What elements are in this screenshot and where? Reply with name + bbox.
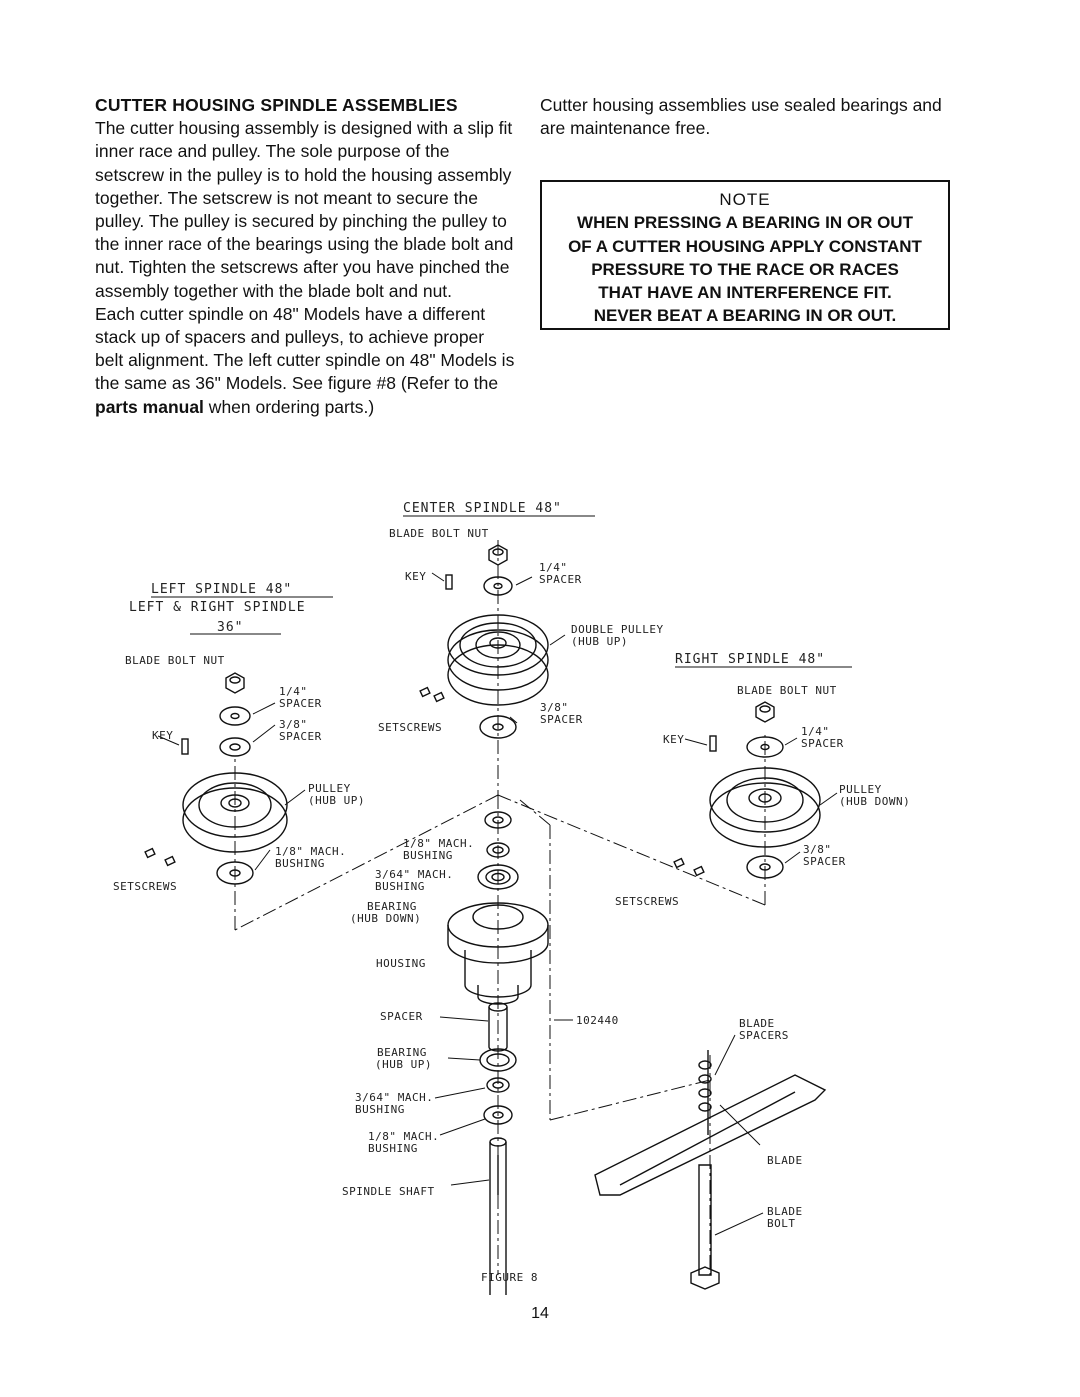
page-number: 14 xyxy=(531,1305,549,1322)
paragraph-text: Each cutter spindle on 48" Models have a… xyxy=(95,303,515,394)
label-key: KEY xyxy=(405,570,426,583)
label-bushing-center-2: BUSHING xyxy=(375,880,425,893)
label-bushing-left: BUSHING xyxy=(275,857,325,870)
diagram-svg: CENTER SPINDLE 48" BLADE BOLT NUT KEY 1/… xyxy=(113,501,910,1322)
label-quarter: 1/4" xyxy=(539,561,568,574)
label-double-pulley: DOUBLE PULLEY xyxy=(571,623,664,636)
label-three-eighths-right: 3/8" xyxy=(803,843,832,856)
right-text-column: Cutter housing assemblies use sealed bea… xyxy=(540,95,942,139)
label-blade-bolt-nut-left: BLADE BOLT NUT xyxy=(125,654,225,667)
label-eighth-lower: 1/8" MACH. xyxy=(368,1130,439,1143)
label-blade-bolt-nut: BLADE BOLT NUT xyxy=(389,527,489,540)
note-line: WHEN PRESSING A BEARING IN OR OUT xyxy=(577,213,913,233)
paragraph-text-end: when ordering parts.) xyxy=(203,396,375,417)
note-title: NOTE xyxy=(719,190,771,209)
paragraph-setscrew: The cutter housing assembly is designed … xyxy=(95,118,514,301)
left-right-title: LEFT & RIGHT SPINDLE xyxy=(129,600,306,615)
label-bearing-lower: BEARING xyxy=(377,1046,427,1059)
label-key-left: KEY xyxy=(152,729,173,742)
figure-caption: FIGURE 8 xyxy=(481,1271,538,1284)
label-pulley-left: PULLEY xyxy=(308,782,351,795)
label-three-eighths: 3/8" xyxy=(540,701,569,714)
label-hub-up-lower: (HUB UP) xyxy=(375,1058,432,1071)
label-64th-lower: 3/64" MACH. xyxy=(355,1091,433,1104)
label-hub-up: (HUB UP) xyxy=(571,635,628,648)
label-spindle-shaft: SPINDLE SHAFT xyxy=(342,1185,435,1198)
label-blade-bolt-2: BOLT xyxy=(767,1217,796,1230)
note-line: OF A CUTTER HOUSING APPLY CONSTANT xyxy=(568,236,922,256)
note-box: NOTE WHEN PRESSING A BEARING IN OR OUT O… xyxy=(540,180,950,330)
label-setscrews: SETSCREWS xyxy=(378,721,442,734)
right-spindle-title: RIGHT SPINDLE 48" xyxy=(675,652,825,667)
left-right-36-title: 36" xyxy=(217,620,243,635)
label-setscrews-left: SETSCREWS xyxy=(113,880,177,893)
note-line: NEVER BEAT A BEARING IN OR OUT. xyxy=(593,306,897,326)
label-blade: BLADE xyxy=(767,1154,803,1167)
label-spacer-right-2: SPACER xyxy=(803,855,846,868)
label-eighth-left: 1/8" MACH. xyxy=(275,845,346,858)
label-bushing-lower: BUSHING xyxy=(355,1103,405,1116)
label-bearing-center: BEARING xyxy=(367,900,417,913)
label-housing: HOUSING xyxy=(376,957,426,970)
label-spacer-right: SPACER xyxy=(801,737,844,750)
label-pulley-right: PULLEY xyxy=(839,783,882,796)
label-hub-down-center: (HUB DOWN) xyxy=(350,912,421,925)
exploded-spindle-diagram: CENTER SPINDLE 48" BLADE BOLT NUT KEY 1/… xyxy=(95,495,975,1322)
label-blade-bolt-nut-right: BLADE BOLT NUT xyxy=(737,684,837,697)
label-spacer: SPACER xyxy=(540,713,583,726)
label-key-right: KEY xyxy=(663,733,684,746)
label-hub-up-left: (HUB UP) xyxy=(308,794,365,807)
note-line: THAT HAVE AN INTERFERENCE FIT. xyxy=(598,283,892,303)
label-hub-down-right: (HUB DOWN) xyxy=(839,795,910,808)
label-spacer-left-2: SPACER xyxy=(279,730,322,743)
label-quarter-right: 1/4" xyxy=(801,725,830,738)
label-spacer: SPACER xyxy=(539,573,582,586)
label-spacer-tube: SPACER xyxy=(380,1010,423,1023)
label-bushing-center: BUSHING xyxy=(403,849,453,862)
note-line: PRESSURE TO THE RACE OR RACES xyxy=(591,259,899,279)
label-blade-spacers-2: SPACERS xyxy=(739,1029,789,1042)
label-three-eighths-left: 3/8" xyxy=(279,718,308,731)
label-blade-spacers-1: BLADE xyxy=(739,1017,775,1030)
label-blade-bolt-1: BLADE xyxy=(767,1205,803,1218)
center-spindle-title: CENTER SPINDLE 48" xyxy=(403,501,562,516)
label-eighth-center: 1/8" MACH. xyxy=(403,837,474,850)
label-spacer-left: SPACER xyxy=(279,697,322,710)
section-heading: CUTTER HOUSING SPINDLE ASSEMBLIES xyxy=(95,95,458,115)
parts-manual-emphasis: parts manual xyxy=(95,396,204,417)
label-setscrews-right: SETSCREWS xyxy=(615,895,679,908)
label-bushing-lower-2: BUSHING xyxy=(368,1142,418,1155)
label-part-number: 102440 xyxy=(576,1014,619,1027)
label-64th-center: 3/64" MACH. xyxy=(375,868,453,881)
left-text-column: CUTTER HOUSING SPINDLE ASSEMBLIES The cu… xyxy=(95,94,515,419)
paragraph-spindle-stackup: Each cutter spindle on 48" Models have a… xyxy=(95,303,515,419)
left-spindle-title: LEFT SPINDLE 48" xyxy=(151,582,292,597)
label-quarter-left: 1/4" xyxy=(279,685,308,698)
